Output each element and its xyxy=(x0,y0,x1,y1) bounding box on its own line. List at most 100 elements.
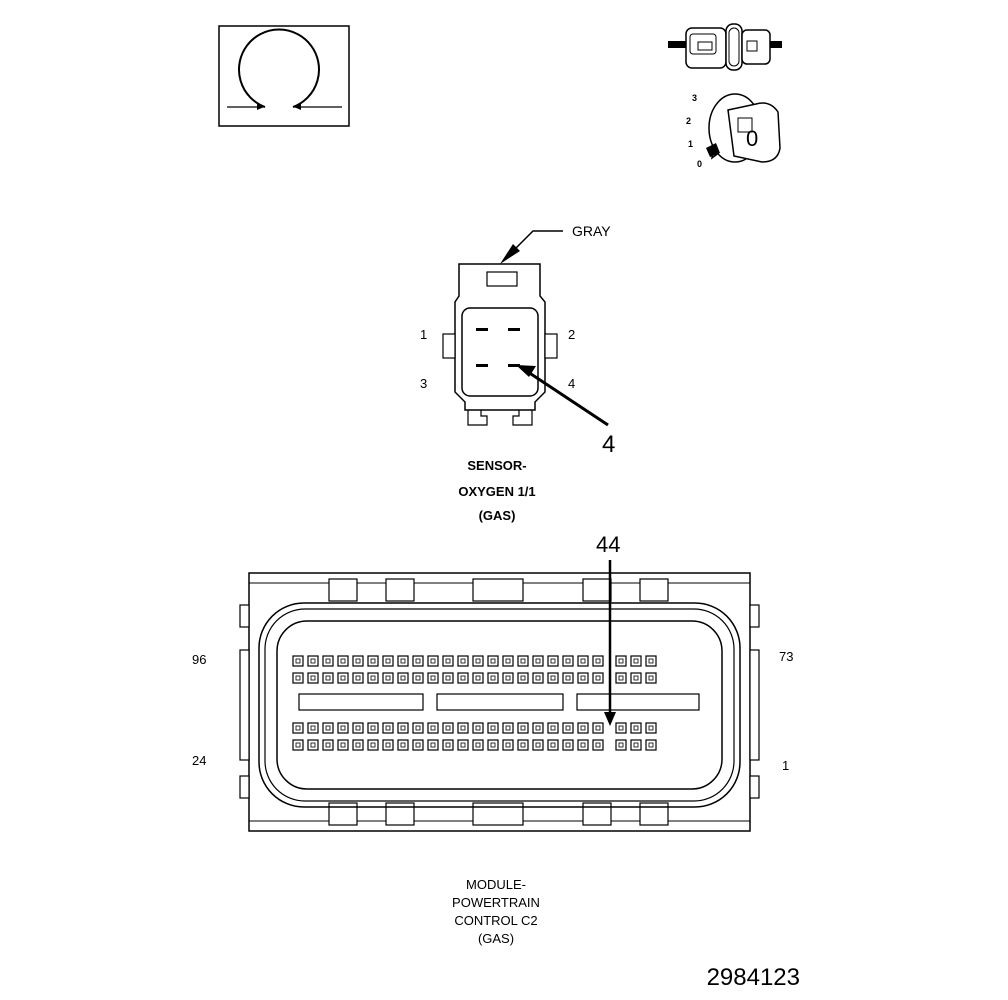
pcm-pin-terminal xyxy=(385,675,391,681)
pcm-pin-terminal xyxy=(618,675,624,681)
pcm-pin-cavity xyxy=(517,655,529,667)
pcm-pin-terminal xyxy=(565,658,571,664)
pcm-pin-cavity xyxy=(382,672,394,684)
pcm-pin-terminal xyxy=(633,742,639,748)
pcm-pin-terminal xyxy=(355,658,361,664)
pcm-pin-terminal xyxy=(565,742,571,748)
pcm-pin-terminal xyxy=(460,658,466,664)
pcm-pin-terminal xyxy=(340,725,346,731)
pcm-pin-terminal xyxy=(595,658,601,664)
sensor-pointer-label: 4 xyxy=(602,431,615,458)
pcm-pin-cavity xyxy=(412,739,424,751)
pcm-pin-cavity xyxy=(547,722,559,734)
pcm-pin-terminal xyxy=(595,725,601,731)
pcm-pin-terminal xyxy=(325,725,331,731)
ignition-position-0: 0 xyxy=(697,159,702,169)
pcm-pin-cavity xyxy=(630,672,642,684)
pcm-pin-terminal xyxy=(475,675,481,681)
pcm-pin-cavity xyxy=(562,672,574,684)
pcm-pin-cavity xyxy=(517,722,529,734)
pcm-pin-cavity xyxy=(292,739,304,751)
pcm-pin-terminal xyxy=(310,675,316,681)
pcm-pointer-label: 44 xyxy=(596,532,620,557)
pcm-pin-cavity xyxy=(472,722,484,734)
pcm-pin-terminal xyxy=(415,742,421,748)
pcm-pin-cavity xyxy=(615,722,627,734)
pcm-pin-1-label: 1 xyxy=(782,758,789,773)
pcm-pin-terminal xyxy=(325,658,331,664)
sensor-pin-4-label: 4 xyxy=(568,376,575,391)
pcm-pin-terminal xyxy=(355,675,361,681)
pcm-pin-cavity xyxy=(427,722,439,734)
pcm-pin-cavity xyxy=(487,672,499,684)
pcm-pin-24-label: 24 xyxy=(192,753,206,768)
pcm-pin-cavity xyxy=(307,739,319,751)
pcm-pin-cavity xyxy=(547,739,559,751)
pcm-pin-cavity xyxy=(352,655,364,667)
pcm-pin-cavity xyxy=(352,672,364,684)
pcm-pin-terminal xyxy=(490,725,496,731)
pcm-pin-cavity xyxy=(532,655,544,667)
pcm-pin-terminal xyxy=(310,725,316,731)
pcm-pin-cavity xyxy=(592,739,604,751)
pcm-pin-cavity xyxy=(547,655,559,667)
pcm-pin-cavity xyxy=(472,672,484,684)
pcm-pin-terminal xyxy=(633,658,639,664)
pcm-pin-terminal xyxy=(580,675,586,681)
pcm-pin-terminal xyxy=(535,742,541,748)
pcm-pin-terminal xyxy=(415,725,421,731)
pcm-pin-terminal xyxy=(535,675,541,681)
pcm-pin-cavity xyxy=(577,722,589,734)
pcm-pin-cavity xyxy=(412,722,424,734)
pcm-pin-terminal xyxy=(535,658,541,664)
pcm-pin-terminal xyxy=(385,658,391,664)
pcm-pin-terminal xyxy=(445,658,451,664)
pcm-pin-cavity xyxy=(577,672,589,684)
pcm-pin-terminal xyxy=(505,675,511,681)
pcm-pin-terminal xyxy=(520,725,526,731)
pcm-title-line-2: POWERTRAIN xyxy=(452,895,540,910)
pcm-pin-terminal xyxy=(475,725,481,731)
pcm-pin-terminal xyxy=(490,658,496,664)
pcm-pin-cavity xyxy=(442,739,454,751)
pcm-pin-terminal xyxy=(550,742,556,748)
gray-wire-callout: GRAY xyxy=(572,223,611,239)
pcm-pin-terminal xyxy=(648,725,654,731)
pcm-pin-terminal xyxy=(295,658,301,664)
pcm-pin-terminal xyxy=(325,675,331,681)
pcm-pin-cavity xyxy=(630,655,642,667)
pcm-pin-terminal xyxy=(535,725,541,731)
pcm-pin-terminal xyxy=(618,742,624,748)
pcm-pin-cavity xyxy=(645,655,657,667)
ignition-key-glyph: 0 xyxy=(746,126,758,151)
pcm-pin-terminal xyxy=(415,675,421,681)
sensor-title-line-1: SENSOR- xyxy=(467,458,526,473)
pcm-pin-terminal xyxy=(445,675,451,681)
pcm-pin-terminal xyxy=(295,675,301,681)
pcm-pin-cavity xyxy=(502,672,514,684)
pcm-pin-cavity xyxy=(352,739,364,751)
pcm-c2-connector: 44 96 73 24 1 MODULE- POWERTRAIN CONTROL… xyxy=(192,532,793,946)
pcm-pin-terminal xyxy=(370,675,376,681)
pcm-pin-terminal xyxy=(355,725,361,731)
pcm-pin-cavity xyxy=(615,739,627,751)
pcm-pin-cavity xyxy=(337,739,349,751)
pcm-pin-cavity xyxy=(307,672,319,684)
pcm-pin-terminal xyxy=(505,742,511,748)
pcm-pin-cavity xyxy=(442,722,454,734)
pcm-pin-cavity xyxy=(645,739,657,751)
pcm-pin-terminal xyxy=(648,742,654,748)
pcm-pin-cavity xyxy=(532,739,544,751)
pcm-pin-cavity xyxy=(322,722,334,734)
pcm-title-line-3: CONTROL C2 xyxy=(454,913,537,928)
pcm-pin-terminal xyxy=(550,658,556,664)
pcm-pin-cavity xyxy=(577,655,589,667)
pcm-pin-terminal xyxy=(445,725,451,731)
pcm-pin-cavity xyxy=(457,739,469,751)
pcm-pin-terminal xyxy=(295,742,301,748)
pcm-pin-cavity xyxy=(427,672,439,684)
pcm-pin-cavity xyxy=(367,722,379,734)
ignition-position-3: 3 xyxy=(692,93,697,103)
pcm-pin-terminal xyxy=(475,658,481,664)
